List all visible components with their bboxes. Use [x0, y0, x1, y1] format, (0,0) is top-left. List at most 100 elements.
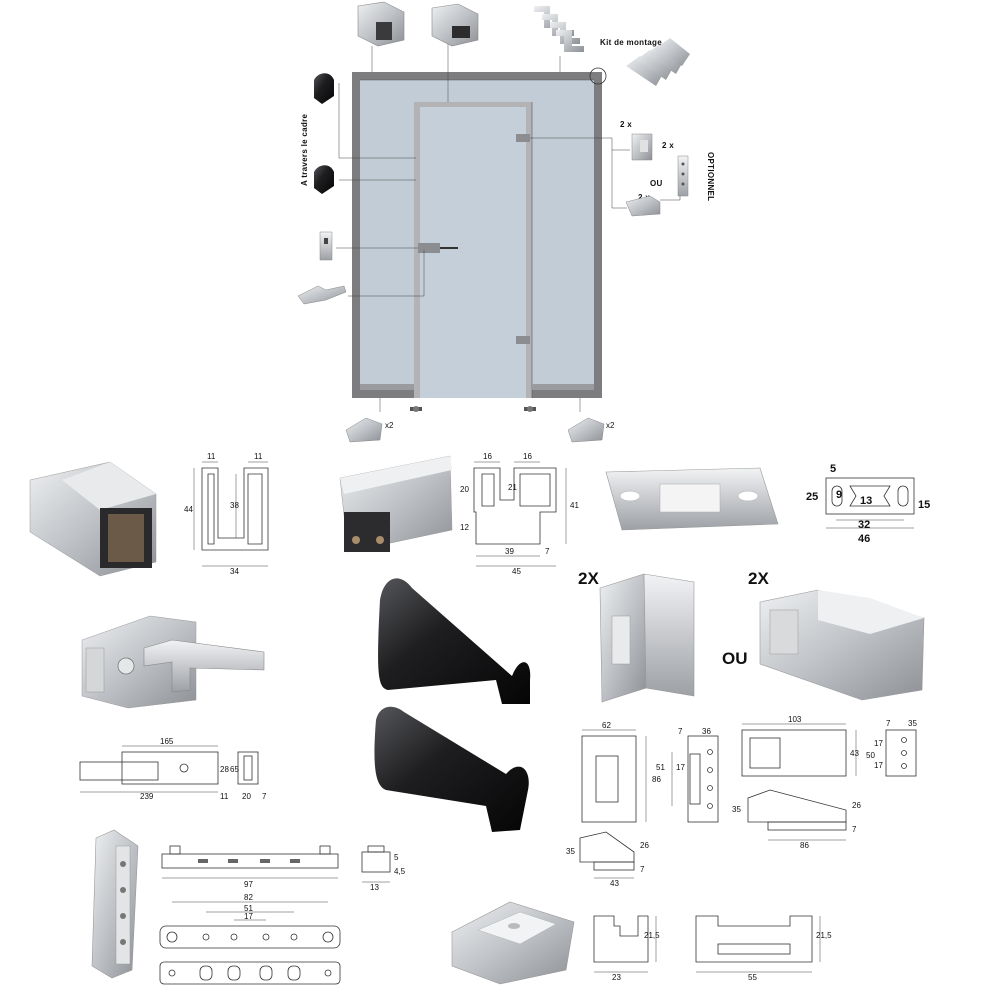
plate-photo: [605, 467, 779, 531]
rubber-seal-bottom-image: [314, 165, 334, 194]
dim-hb-7: 7: [886, 719, 891, 728]
dim-gd-55: 55: [748, 973, 757, 982]
frame-profile-drawing: 11 11 44 38 34: [184, 452, 269, 576]
handle-small-image: [297, 285, 347, 305]
hinge-or-label: OU: [722, 649, 748, 668]
dim-ha-7b: 7: [640, 865, 645, 874]
x2-right-label: x2: [606, 421, 615, 430]
dim-hb-7b: 7: [852, 825, 857, 834]
dim-gd-215a: 21,5: [644, 931, 660, 940]
dim-lk-20: 20: [242, 792, 251, 801]
rubber-seal-top-image: [314, 73, 334, 104]
dim-pv-5: 5: [394, 853, 399, 862]
dim-pl-9: 9: [836, 489, 842, 501]
optional-label: OPTIONNEL: [706, 152, 715, 201]
dim-pv-17: 17: [244, 912, 253, 921]
dim-p2-20: 20: [460, 485, 469, 494]
dim-gd-215b: 21,5: [816, 931, 832, 940]
dim-p2-45: 45: [512, 567, 521, 576]
dim-ha-43: 43: [610, 879, 619, 888]
dim-pv-82: 82: [244, 893, 253, 902]
door-profile-drawing: 16 16 20 21 12 41 39 7 45: [460, 452, 579, 576]
dim-hb-26: 26: [852, 801, 861, 810]
dim-hb-86: 86: [800, 841, 809, 850]
kit-label: Kit de montage: [600, 38, 662, 47]
door-top-profile-image: [431, 3, 479, 47]
hinge-b-drawing: 103 43 7 35 17 50 17 35 26 7 86: [732, 715, 917, 850]
pivot-small-image: [677, 155, 689, 197]
hinge-bottom-mark: [516, 336, 530, 344]
dim-lk-239: 239: [140, 792, 154, 801]
dim-p2-16b: 16: [523, 452, 532, 461]
dim-ha-62: 62: [602, 721, 611, 730]
dim-hb-17a: 17: [874, 739, 883, 748]
dim-p1-34: 34: [230, 567, 239, 576]
rubber-seal-photo-bottom: [374, 706, 529, 832]
hinge-photo-left: [599, 573, 695, 703]
lock-handle-photo: [81, 615, 265, 709]
door-assembly: [336, 44, 681, 412]
pivot-drawing: 97 5 4,5 13 82 51 17: [159, 845, 406, 985]
bottom-guide-right-image: [567, 417, 605, 443]
dim-ha-26: 26: [640, 841, 649, 850]
x2-left-label: x2: [385, 421, 394, 430]
handle-mark: [418, 243, 440, 253]
dim-ha-36: 36: [702, 727, 711, 736]
dim-hb-17b: 17: [874, 761, 883, 770]
floor-guide-photo: [451, 901, 575, 985]
qty-label-a: 2 x: [620, 120, 632, 129]
bottom-guide-left-image: [345, 417, 383, 443]
dim-p2-21: 21: [508, 483, 517, 492]
dim-hb-50: 50: [866, 751, 875, 760]
dim-pl-46: 46: [858, 533, 870, 545]
floor-guide-drawing: 21,5 23 21,5 55: [593, 915, 832, 982]
dim-pv-51: 51: [244, 904, 253, 913]
dim-lk-7: 7: [262, 792, 267, 801]
dim-lk-11: 11: [220, 792, 229, 801]
through-frame-label: A travers le cadre: [300, 113, 309, 186]
frame-profile-photo: [29, 461, 157, 577]
dim-gd-23: 23: [612, 973, 621, 982]
dim-hb-43: 43: [850, 749, 859, 758]
dim-pl-15: 15: [918, 499, 930, 511]
screw-right-icon: [524, 406, 536, 412]
or-label-top: OU: [650, 179, 663, 188]
dim-lk-165: 165: [160, 737, 174, 746]
dim-lk-65: 65: [230, 765, 239, 774]
dim-ha-7: 7: [678, 727, 683, 736]
dim-p2-41: 41: [570, 501, 579, 510]
dim-hb-35b: 35: [732, 805, 741, 814]
dim-hb-35: 35: [908, 719, 917, 728]
dim-ha-51: 51: [656, 763, 665, 772]
dim-p1-11b: 11: [254, 452, 263, 461]
pivot-photo: [91, 829, 139, 979]
hinge-small-image-b: [625, 195, 661, 217]
corner-brackets-image: [534, 6, 584, 52]
hinge-small-image-a: [631, 133, 653, 161]
hinge-qty-left: 2X: [578, 569, 599, 588]
dim-pl-5: 5: [830, 463, 836, 475]
hinge-top-mark: [516, 134, 530, 142]
strike-plate-image: [319, 231, 333, 261]
mounting-kit-image: [626, 38, 690, 86]
dim-ha-17: 17: [676, 763, 685, 772]
dim-p1-38: 38: [230, 501, 239, 510]
dim-pl-13: 13: [860, 495, 872, 507]
dim-p2-16a: 16: [483, 452, 492, 461]
dim-pv-45: 4,5: [394, 867, 406, 876]
dim-pv-13: 13: [370, 883, 379, 892]
rubber-seal-photo-top: [378, 578, 531, 704]
dim-p2-7: 7: [545, 547, 550, 556]
dim-p1-44: 44: [184, 505, 193, 514]
door-profile-photo: [339, 455, 453, 553]
lock-drawing: 165 239 28 11 65 20 7: [79, 737, 267, 801]
hinge-qty-right: 2X: [748, 569, 769, 588]
dim-p2-12: 12: [460, 523, 469, 532]
screw-left-icon: [410, 406, 422, 412]
dim-ha-35: 35: [566, 847, 575, 856]
dim-pl-32: 32: [858, 519, 870, 531]
dim-hb-103: 103: [788, 715, 802, 724]
dim-ha-86: 86: [652, 775, 661, 784]
top-profile-image: [357, 1, 405, 47]
